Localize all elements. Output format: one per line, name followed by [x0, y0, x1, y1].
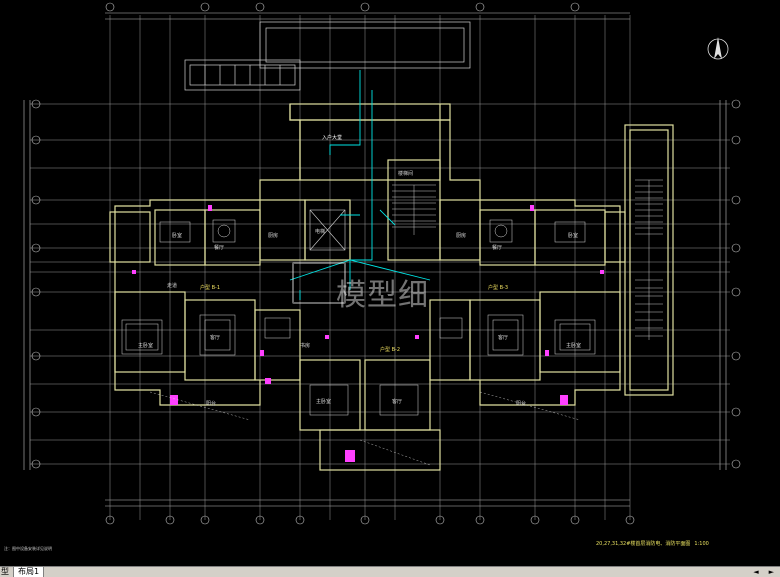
living-room-left-label: 客厅: [210, 335, 221, 341]
master-bedroom-center-label: 主卧室: [316, 399, 332, 405]
tab-scroll-left-icon[interactable]: ◄: [753, 568, 759, 576]
tab-navigation: ◄ ►: [753, 567, 780, 577]
dining-right-label: 餐厅: [492, 245, 503, 251]
layout-tab-bar: 型 布局1 ◄ ►: [0, 566, 780, 577]
tab-scroll-right-icon[interactable]: ►: [768, 568, 774, 576]
study-label: 书房: [300, 343, 311, 349]
watermark-logo-icon: [292, 262, 346, 304]
dining-left-label: 餐厅: [214, 245, 225, 251]
dimension-lines: [23, 12, 727, 507]
electrical-devices: [132, 205, 604, 462]
tab-layout1[interactable]: 布局1: [14, 567, 45, 577]
master-bedroom-right-label: 主卧室: [566, 343, 582, 349]
axis-grid-vertical: [109, 15, 631, 520]
stair-label: 楼梯间: [398, 171, 414, 177]
central-stair: [392, 184, 436, 235]
corridor-label: 走道: [167, 283, 178, 289]
balcony-right-label: 阳台: [516, 401, 527, 407]
kitchen-left-label: 厨房: [268, 233, 279, 239]
kitchen-right-label: 厨房: [456, 233, 467, 239]
drawing-note: 注：图中设备安装详见说明: [4, 546, 52, 551]
elevator-shaft: [309, 209, 346, 251]
unit-label-b1: 户型 B-1: [200, 285, 221, 291]
axis-grid-horizontal: [30, 103, 730, 465]
north-arrow-icon: [707, 37, 729, 60]
leader-lines: [149, 391, 581, 466]
balcony-left-label: 阳台: [206, 401, 217, 407]
elevator-label: 电梯: [315, 229, 326, 235]
canopy: [184, 21, 471, 91]
axis-bubbles: [31, 2, 741, 525]
furniture: [121, 219, 596, 416]
drawing-scale: 1:100: [694, 541, 709, 547]
bedroom-left-label: 卧室: [172, 233, 183, 239]
exterior-stair: [635, 179, 663, 340]
master-bedroom-left-label: 主卧室: [138, 343, 154, 349]
tab-model[interactable]: 型: [0, 567, 14, 577]
entrance-label: 入户大堂: [322, 135, 343, 141]
living-room-center-label: 客厅: [392, 399, 403, 405]
fire-pipes: [289, 70, 431, 300]
living-room-right-label: 客厅: [498, 335, 509, 341]
watermark-text: 模型细: [336, 278, 429, 313]
unit-label-b2: 户型 B-2: [380, 347, 401, 353]
building-walls: [109, 103, 674, 471]
bedroom-right-label: 卧室: [568, 233, 579, 239]
unit-label-b3: 户型 B-3: [488, 285, 509, 291]
drawing-title: 20,27,31,32#楼首层消防电、消防平面图: [596, 541, 691, 547]
